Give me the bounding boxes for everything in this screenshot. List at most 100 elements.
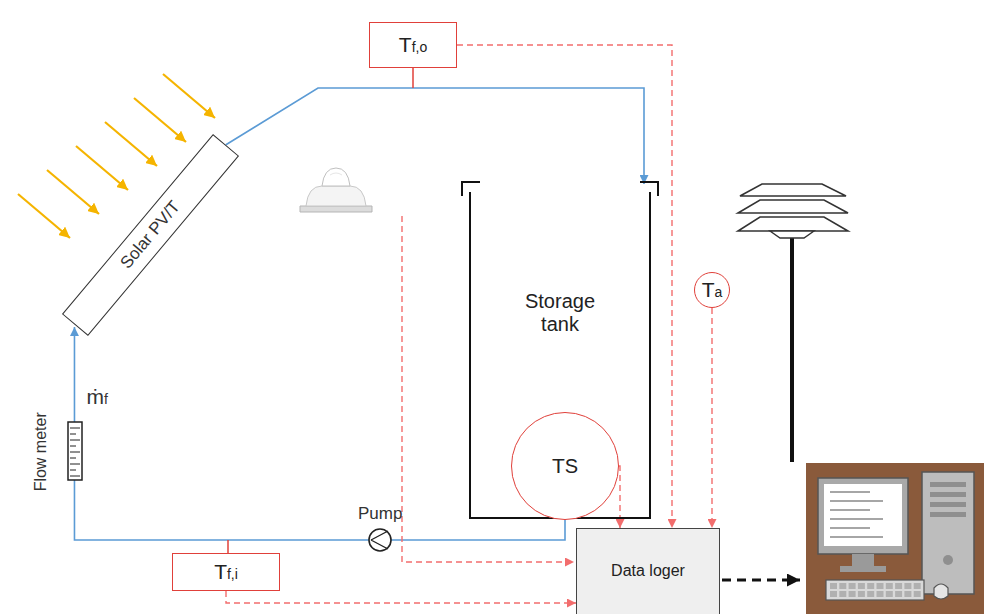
drawing-stroke <box>330 173 342 175</box>
sensor-circle: Ta <box>694 272 730 308</box>
drawing-stroke <box>886 583 893 589</box>
drawing-stroke <box>930 492 966 497</box>
sensor-circle: TS <box>511 412 619 520</box>
drawing-stroke <box>770 231 814 238</box>
drawing-stroke <box>877 591 884 597</box>
node-label: Data loger <box>611 562 685 580</box>
drawing-stroke <box>824 484 902 546</box>
drawing-stroke <box>839 583 846 589</box>
drawing-stroke <box>227 540 229 553</box>
drawing-stroke <box>867 583 874 589</box>
drawing-stroke <box>934 584 948 599</box>
drawing-stroke <box>830 583 921 597</box>
pyranometer <box>300 168 372 212</box>
drawing-stroke <box>886 591 893 597</box>
drawing-stroke <box>895 591 902 597</box>
tank-wall <box>462 182 658 518</box>
drawing-stroke <box>830 509 870 511</box>
drawing-stroke <box>930 502 966 507</box>
signal-line <box>226 591 576 603</box>
data-logger: Data loger <box>576 528 720 614</box>
drawing-stroke <box>830 536 883 538</box>
node-label: Storage tank <box>510 290 610 336</box>
flow-meter-label: Flow meter <box>31 412 49 491</box>
sensor-taps <box>228 68 413 553</box>
drawing-stroke <box>300 206 372 212</box>
drawing-stroke <box>134 98 186 142</box>
drawing-stroke <box>826 580 924 600</box>
drawing-stroke <box>943 555 953 565</box>
drawing-stroke <box>369 529 391 551</box>
drawing-stroke <box>895 583 902 589</box>
drawing-stroke <box>830 491 870 493</box>
drawing-stroke <box>163 74 215 118</box>
drawing-stroke <box>738 217 848 231</box>
node-label: Solar PV/T <box>116 197 184 273</box>
drawing-stroke <box>70 476 80 477</box>
drawing-stroke <box>70 440 80 441</box>
signal-line <box>457 45 672 528</box>
drawing-stroke <box>70 458 76 459</box>
drawing-stroke <box>877 583 884 589</box>
weather-station <box>738 184 848 462</box>
drawing-stroke <box>322 168 350 186</box>
drawing-stroke <box>922 472 974 594</box>
drawing-stroke <box>839 591 846 597</box>
drawing-stroke <box>68 422 82 480</box>
sensor-label: Ta <box>702 278 723 302</box>
drawing-stroke <box>105 122 157 166</box>
drawing-stroke <box>70 428 80 429</box>
drawing-stroke <box>930 482 966 565</box>
drawing-stroke <box>18 194 70 238</box>
drawing-stroke <box>722 579 800 582</box>
drawing-stroke <box>849 591 856 597</box>
drawing-stroke <box>867 591 874 597</box>
computer-icon <box>806 463 984 614</box>
drawing-stroke <box>70 446 76 447</box>
sensor-label: TS <box>515 454 615 478</box>
drawing-stroke <box>806 463 984 614</box>
drawing-stroke <box>371 531 388 549</box>
water-pipe <box>226 88 644 184</box>
drawing-stroke <box>412 68 414 88</box>
pump-label: Pump <box>358 505 402 524</box>
drawing-stroke <box>76 146 128 190</box>
drawing-stroke <box>70 464 80 465</box>
drawing-stroke <box>740 184 846 196</box>
drawing-stroke <box>904 583 911 589</box>
drawing-stroke <box>904 591 911 597</box>
drawing-stroke <box>306 186 366 206</box>
drawing-stroke <box>790 222 794 462</box>
water-pipe <box>74 327 565 540</box>
drawing-stroke <box>830 492 883 537</box>
drawing-stroke <box>930 512 966 517</box>
drawing-stroke <box>830 527 870 529</box>
drawing-stroke <box>830 518 883 520</box>
drawing-stroke <box>849 583 856 589</box>
drawing-stroke <box>830 583 837 589</box>
drawing-stroke <box>930 482 966 487</box>
drawing-stroke <box>70 470 76 471</box>
pump-symbol <box>369 529 391 551</box>
signal-line <box>711 308 712 528</box>
sensor-label: Tf,i <box>214 560 238 584</box>
drawing-stroke <box>830 500 883 502</box>
drawing-stroke <box>738 200 848 213</box>
drawing-stroke <box>70 434 76 435</box>
drawing-stroke <box>914 591 921 597</box>
drawing-stroke <box>47 170 99 214</box>
logger-to-computer-arrow <box>722 580 800 581</box>
pv-panel: Solar PV/T <box>61 134 238 336</box>
storage-tank: TS Storage tank <box>462 182 658 518</box>
flow-rate-symbol: ṁf <box>87 385 108 408</box>
drawing-stroke <box>830 591 837 597</box>
drawing-stroke <box>914 583 921 589</box>
sensor-label: Tf,o <box>399 33 427 57</box>
drawing-stroke <box>840 566 886 572</box>
drawing-stroke <box>818 478 908 554</box>
sensor-box: Tf,i <box>172 553 280 591</box>
drawing-stroke <box>70 452 80 453</box>
drawing-stroke <box>858 591 865 597</box>
